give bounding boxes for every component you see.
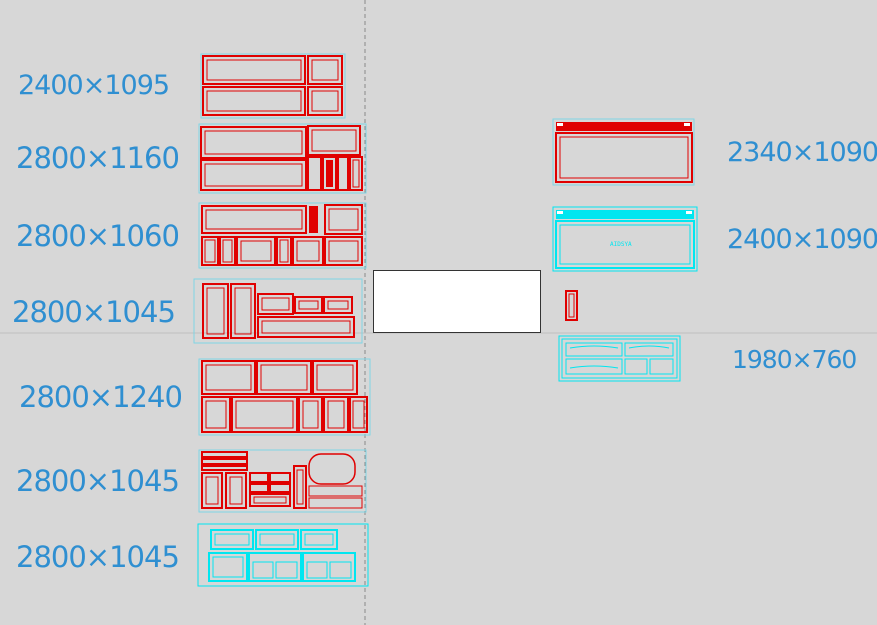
cabinet-2[interactable] [198,123,367,194]
dimension-label-4: 2800×1045 [12,295,176,329]
dimension-label-unit-b: 2400×1090 [727,224,877,255]
unit-b[interactable]: AIDSYA [552,206,698,272]
blank-viewport-box[interactable] [373,270,541,333]
cabinet-7[interactable] [197,523,369,587]
cabinet-6[interactable] [198,449,367,513]
cabinet-5[interactable] [198,358,371,436]
small-red-element[interactable] [565,290,578,321]
dimension-label-5: 2800×1240 [19,380,183,414]
cabinet-1[interactable] [200,53,346,119]
dimension-label-1: 2400×1095 [18,70,170,101]
dimension-label-unit-a: 2340×1090 [727,137,877,168]
unit-b-inner-label: AIDSYA [610,241,632,248]
dimension-label-7: 2800×1045 [16,540,180,574]
cabinet-3[interactable] [198,202,367,269]
unit-c[interactable] [558,335,681,382]
unit-a[interactable] [552,118,695,186]
dimension-label-6: 2800×1045 [16,464,180,498]
dimension-label-2: 2800×1160 [16,141,180,175]
cabinet-4[interactable] [193,278,363,344]
dimension-label-3: 2800×1060 [16,219,180,253]
dimension-label-unit-c: 1980×760 [732,345,857,374]
